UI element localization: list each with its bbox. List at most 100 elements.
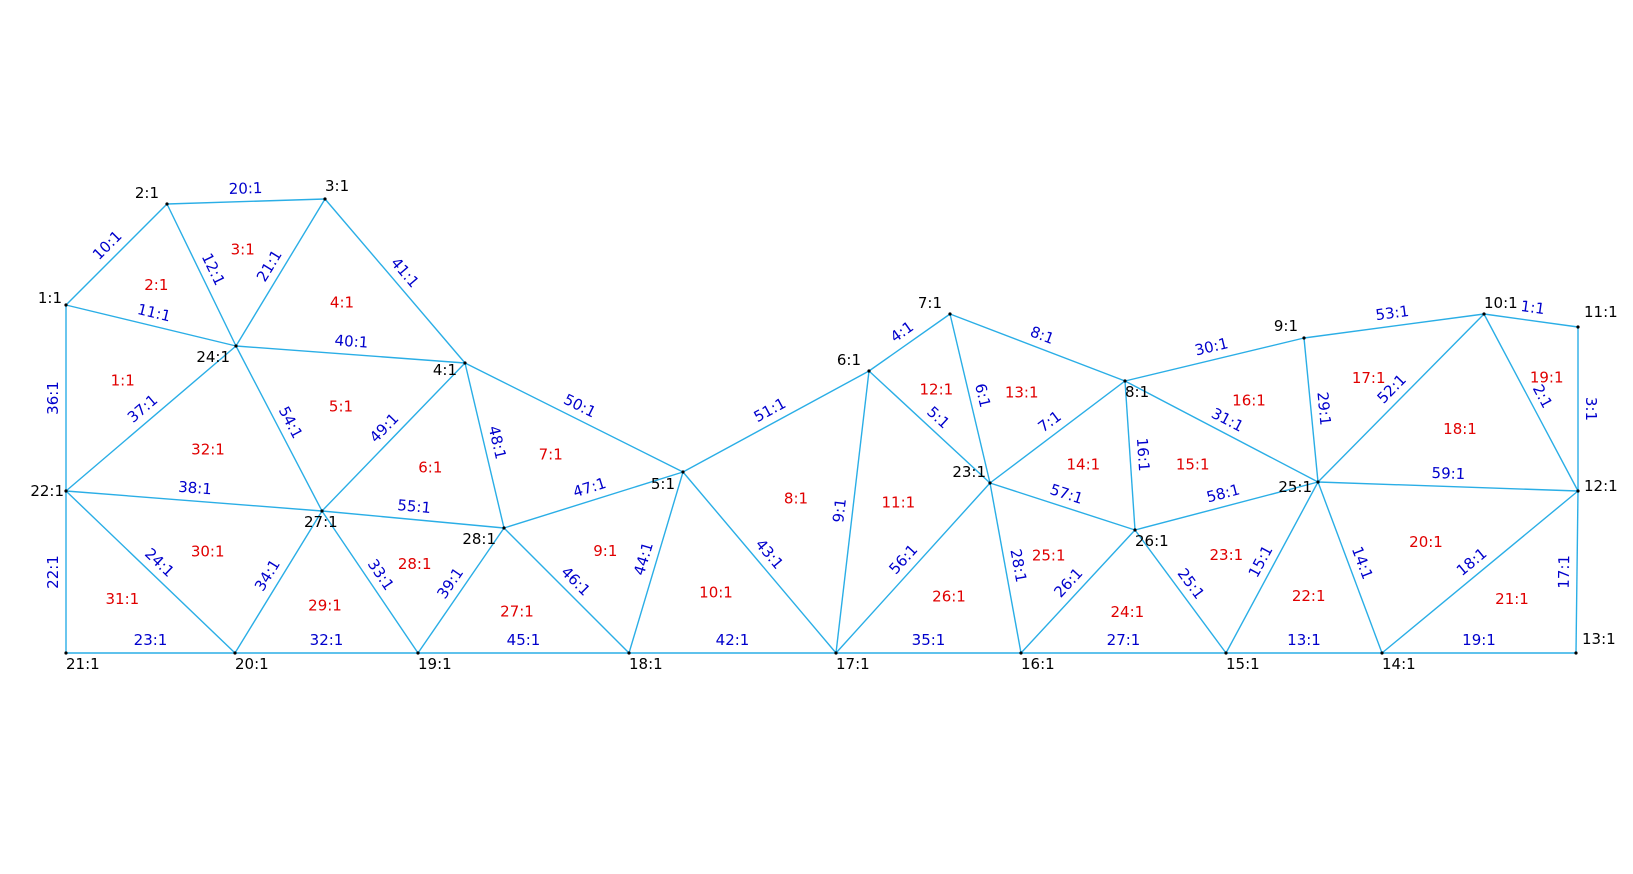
edge-label: 10:1 (89, 227, 126, 264)
element-label: 11:1 (881, 493, 915, 511)
mesh-edge-line (628, 471, 684, 654)
element-label: 6:1 (418, 458, 442, 476)
mesh-edge-line (949, 313, 1126, 382)
element-label: 23:1 (1209, 546, 1243, 564)
edge-label: 5:1 (923, 403, 953, 433)
element-label: 2:1 (144, 276, 168, 294)
edge-label: 3:1 (1582, 397, 1600, 421)
node-point (1133, 528, 1137, 532)
element-label: 25:1 (1032, 546, 1066, 564)
mesh-edge-line (1134, 529, 1227, 654)
mesh-edge-line (1317, 481, 1383, 654)
edge-label: 41:1 (387, 254, 423, 291)
node-point (1576, 489, 1580, 493)
node-label: 15:1 (1226, 655, 1260, 673)
edge-label: 20:1 (228, 179, 262, 198)
edge-label: 48:1 (485, 424, 510, 461)
node-point (867, 369, 871, 373)
node-label: 25:1 (1278, 478, 1312, 496)
mesh-edge-line (868, 370, 991, 484)
node-point (234, 344, 238, 348)
element-label: 16:1 (1232, 391, 1266, 409)
node-label: 13:1 (1582, 630, 1616, 648)
node-point (834, 651, 838, 655)
mesh-edge-line (1124, 380, 1136, 531)
mesh-edge-line (989, 482, 1136, 531)
edge-label: 30:1 (1193, 334, 1230, 359)
edge-label: 59:1 (1431, 464, 1465, 483)
edge-label: 14:1 (1348, 544, 1377, 582)
edge-label: 49:1 (366, 410, 402, 447)
node-label: 4:1 (433, 361, 457, 379)
mesh-edge-line (835, 482, 991, 654)
element-label: 17:1 (1352, 369, 1386, 387)
edge-label: 7:1 (1035, 407, 1065, 436)
mesh-edge-line (166, 198, 326, 205)
edge-label: 29:1 (1313, 391, 1334, 426)
edge-label: 22:1 (44, 555, 62, 589)
node-point (502, 526, 506, 530)
node-label: 20:1 (235, 655, 269, 673)
node-label: 28:1 (462, 530, 496, 548)
edge-label: 38:1 (178, 478, 213, 499)
node-point (1019, 651, 1023, 655)
node-point (627, 651, 631, 655)
edge-label: 23:1 (134, 631, 168, 649)
node-point (320, 509, 324, 513)
mesh-edge-line (1303, 337, 1319, 483)
mesh-edge-line (235, 198, 326, 347)
edge-label: 33:1 (364, 556, 398, 594)
node-point (64, 303, 68, 307)
node-label: 7:1 (918, 294, 942, 312)
mesh-edge-line (65, 345, 237, 492)
edge-label: 6:1 (971, 382, 994, 410)
edge-label: 19:1 (1462, 631, 1496, 649)
edge-label: 9:1 (829, 498, 850, 524)
element-label: 15:1 (1176, 455, 1210, 473)
node-label: 10:1 (1484, 294, 1518, 312)
mesh-edge-line (949, 313, 991, 484)
edge-label: 18:1 (1453, 544, 1490, 579)
mesh-node-points (64, 197, 1580, 655)
mesh-edge-line (1124, 380, 1319, 483)
edge-label: 24:1 (141, 544, 178, 580)
mesh-edge-line (682, 471, 837, 654)
mesh-edge-line (503, 527, 630, 654)
edge-label: 45:1 (507, 631, 541, 649)
element-label: 7:1 (539, 445, 563, 463)
mesh-edge-line (1124, 337, 1305, 382)
edge-label: 42:1 (716, 631, 750, 649)
mesh-edge-line (1303, 313, 1485, 339)
node-point (1574, 651, 1578, 655)
edge-label: 12:1 (198, 250, 229, 288)
element-label: 28:1 (398, 555, 432, 573)
mesh-edge-line (1317, 313, 1485, 483)
node-label: 17:1 (836, 655, 870, 673)
node-label: 9:1 (1274, 317, 1298, 335)
mesh-edge-line (1575, 490, 1579, 654)
mesh-edge-line (989, 482, 1022, 654)
mesh-edge-line (464, 362, 505, 529)
edge-label: 26:1 (1050, 564, 1086, 601)
node-label: 24:1 (196, 348, 230, 366)
element-label: 21:1 (1495, 590, 1529, 608)
edge-label: 25:1 (1174, 565, 1209, 603)
node-point (463, 361, 467, 365)
edge-label: 4:1 (887, 318, 917, 347)
mesh-edge-line (503, 471, 684, 529)
mesh-edge-line (65, 304, 237, 347)
mesh-edge-line (235, 345, 466, 364)
element-label: 32:1 (191, 440, 225, 458)
mesh-edge-line (65, 203, 168, 306)
mesh-edge-line (682, 370, 870, 473)
edge-label: 35:1 (912, 631, 946, 649)
edge-label: 53:1 (1374, 302, 1410, 324)
node-label: 8:1 (1125, 383, 1149, 401)
mesh-edge-line (1483, 313, 1579, 328)
node-point (988, 481, 992, 485)
node-label: 21:1 (66, 655, 100, 673)
node-label: 18:1 (629, 655, 663, 673)
